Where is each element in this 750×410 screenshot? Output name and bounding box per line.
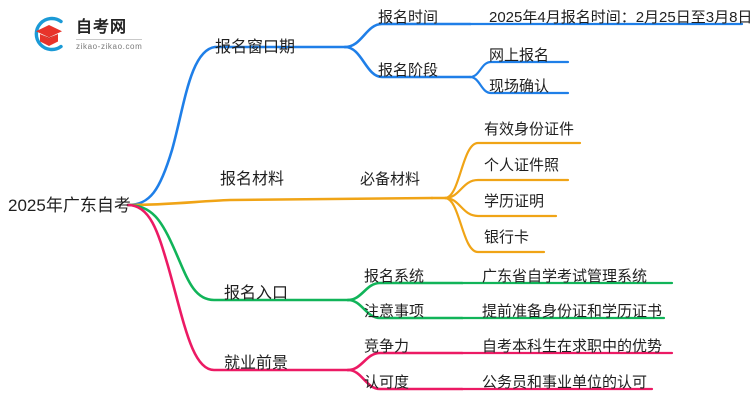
logo-text-block: 自考网 zikao-zikao.com xyxy=(76,17,143,52)
sub-node-recognition[interactable]: 认可度 xyxy=(364,374,410,391)
logo-divider xyxy=(76,39,143,41)
leaf-node-valid-id[interactable]: 有效身份证件 xyxy=(484,121,575,138)
wire-branch4-to-sub1 xyxy=(346,351,464,372)
leaf-node-education-proof[interactable]: 学历证明 xyxy=(484,193,545,210)
wire-branch1-to-sub1 xyxy=(343,22,472,49)
mindmap-root-node[interactable]: 2025年广东自考 xyxy=(8,196,131,215)
leaf-node-bank-card[interactable]: 银行卡 xyxy=(484,229,530,246)
sub-node-competitiveness[interactable]: 竞争力 xyxy=(364,338,410,355)
leaf-node-online-registration[interactable]: 网上报名 xyxy=(489,47,550,64)
branch-node-registration-portal[interactable]: 报名入口 xyxy=(224,285,289,302)
leaf-node-public-sector-recognition[interactable]: 公务员和事业单位的认可 xyxy=(482,374,648,391)
wire-branch3-to-sub1 xyxy=(346,281,464,302)
branch-node-employment-prospects[interactable]: 就业前景 xyxy=(224,355,289,372)
sub-node-required-materials[interactable]: 必备材料 xyxy=(360,171,421,188)
wire-sub2-to-leaf1 xyxy=(468,60,570,79)
leaf-node-april-2025-dates[interactable]: 2025年4月报名时间：2月25日至3月8日 xyxy=(489,9,750,26)
branch-node-application-materials[interactable]: 报名材料 xyxy=(220,171,285,188)
zikao-logo-icon xyxy=(34,16,63,52)
sub-node-registration-stage[interactable]: 报名阶段 xyxy=(378,62,439,79)
logo-title: 自考网 xyxy=(76,18,128,36)
leaf-node-onsite-confirmation[interactable]: 现场确认 xyxy=(489,78,550,95)
logo-domain: zikao-zikao.com xyxy=(76,42,143,52)
leaf-node-guangdong-exam-system[interactable]: 广东省自学考试管理系统 xyxy=(482,268,648,285)
site-logo[interactable]: 自考网 zikao-zikao.com xyxy=(28,11,168,57)
sub-node-registration-time[interactable]: 报名时间 xyxy=(378,9,439,26)
leaf-node-job-advantage[interactable]: 自考本科生在求职中的优势 xyxy=(482,338,663,355)
sub-node-registration-system[interactable]: 报名系统 xyxy=(364,268,425,285)
wire-root-to-branch-2 xyxy=(126,196,434,207)
sub-node-notes[interactable]: 注意事项 xyxy=(364,303,425,320)
leaf-node-id-photo[interactable]: 个人证件照 xyxy=(484,157,560,174)
leaf-node-prepare-documents[interactable]: 提前准备身份证和学历证书 xyxy=(482,303,663,320)
branch-node-registration-window[interactable]: 报名窗口期 xyxy=(215,39,296,56)
